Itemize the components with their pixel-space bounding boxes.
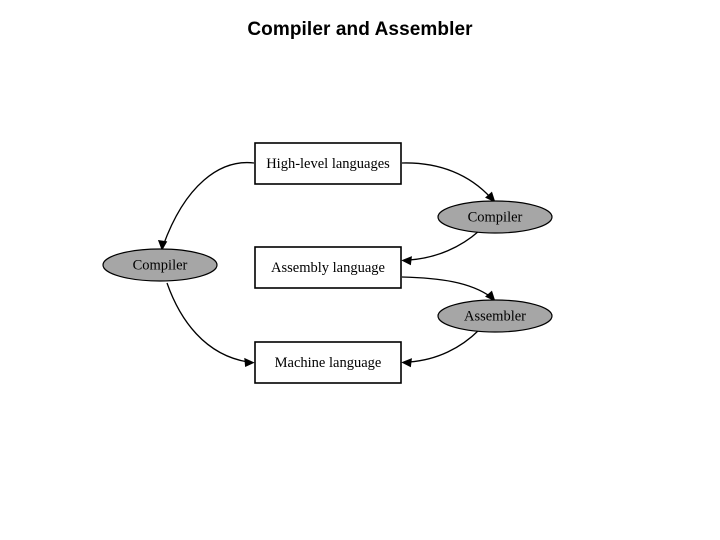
arrow-head-icon <box>485 290 496 302</box>
node-compiler-right[interactable]: Compiler <box>437 200 553 234</box>
node-label-high-level-languages: High-level languages <box>266 156 390 172</box>
edge-path <box>408 329 480 363</box>
edge-assembler-to-machine <box>401 329 480 368</box>
node-machine-language[interactable]: Machine language <box>254 341 402 384</box>
node-assembler-right[interactable]: Assembler <box>437 299 553 333</box>
edge-assembly-to-assembler <box>401 276 496 302</box>
edge-path <box>166 282 249 363</box>
node-label-assembly-language: Assembly language <box>271 260 385 276</box>
node-assembly-language[interactable]: Assembly language <box>254 246 402 289</box>
edge-path <box>162 161 255 247</box>
node-label-assembler-right: Assembler <box>464 308 526 324</box>
node-high-level-languages[interactable]: High-level languages <box>254 142 402 185</box>
ellipse-shape <box>437 200 553 234</box>
ellipse-shape <box>102 248 218 282</box>
edge-highlevel-to-compiler-left <box>157 161 255 251</box>
box-shape <box>254 142 402 185</box>
edge-path <box>401 162 492 199</box>
page-title: Compiler and Assembler <box>247 19 473 40</box>
edge-path <box>408 230 480 261</box>
node-label-machine-language: Machine language <box>275 355 382 371</box>
arrow-head-icon <box>401 358 412 368</box>
arrow-head-icon <box>401 256 412 266</box>
box-shape <box>254 246 402 289</box>
arrow-head-icon <box>244 357 255 368</box>
box-shape <box>254 341 402 384</box>
node-label-compiler-right: Compiler <box>468 209 523 225</box>
node-label-compiler-left: Compiler <box>133 257 188 273</box>
edge-highlevel-to-compiler-right <box>401 162 496 203</box>
arrow-head-icon <box>157 240 168 251</box>
edge-path <box>401 276 492 298</box>
edge-compiler-right-to-assembly <box>401 230 480 266</box>
node-compiler-left[interactable]: Compiler <box>102 248 218 282</box>
ellipse-shape <box>437 299 553 333</box>
arrow-head-icon <box>485 191 496 203</box>
edge-compiler-left-to-machine <box>166 282 255 368</box>
